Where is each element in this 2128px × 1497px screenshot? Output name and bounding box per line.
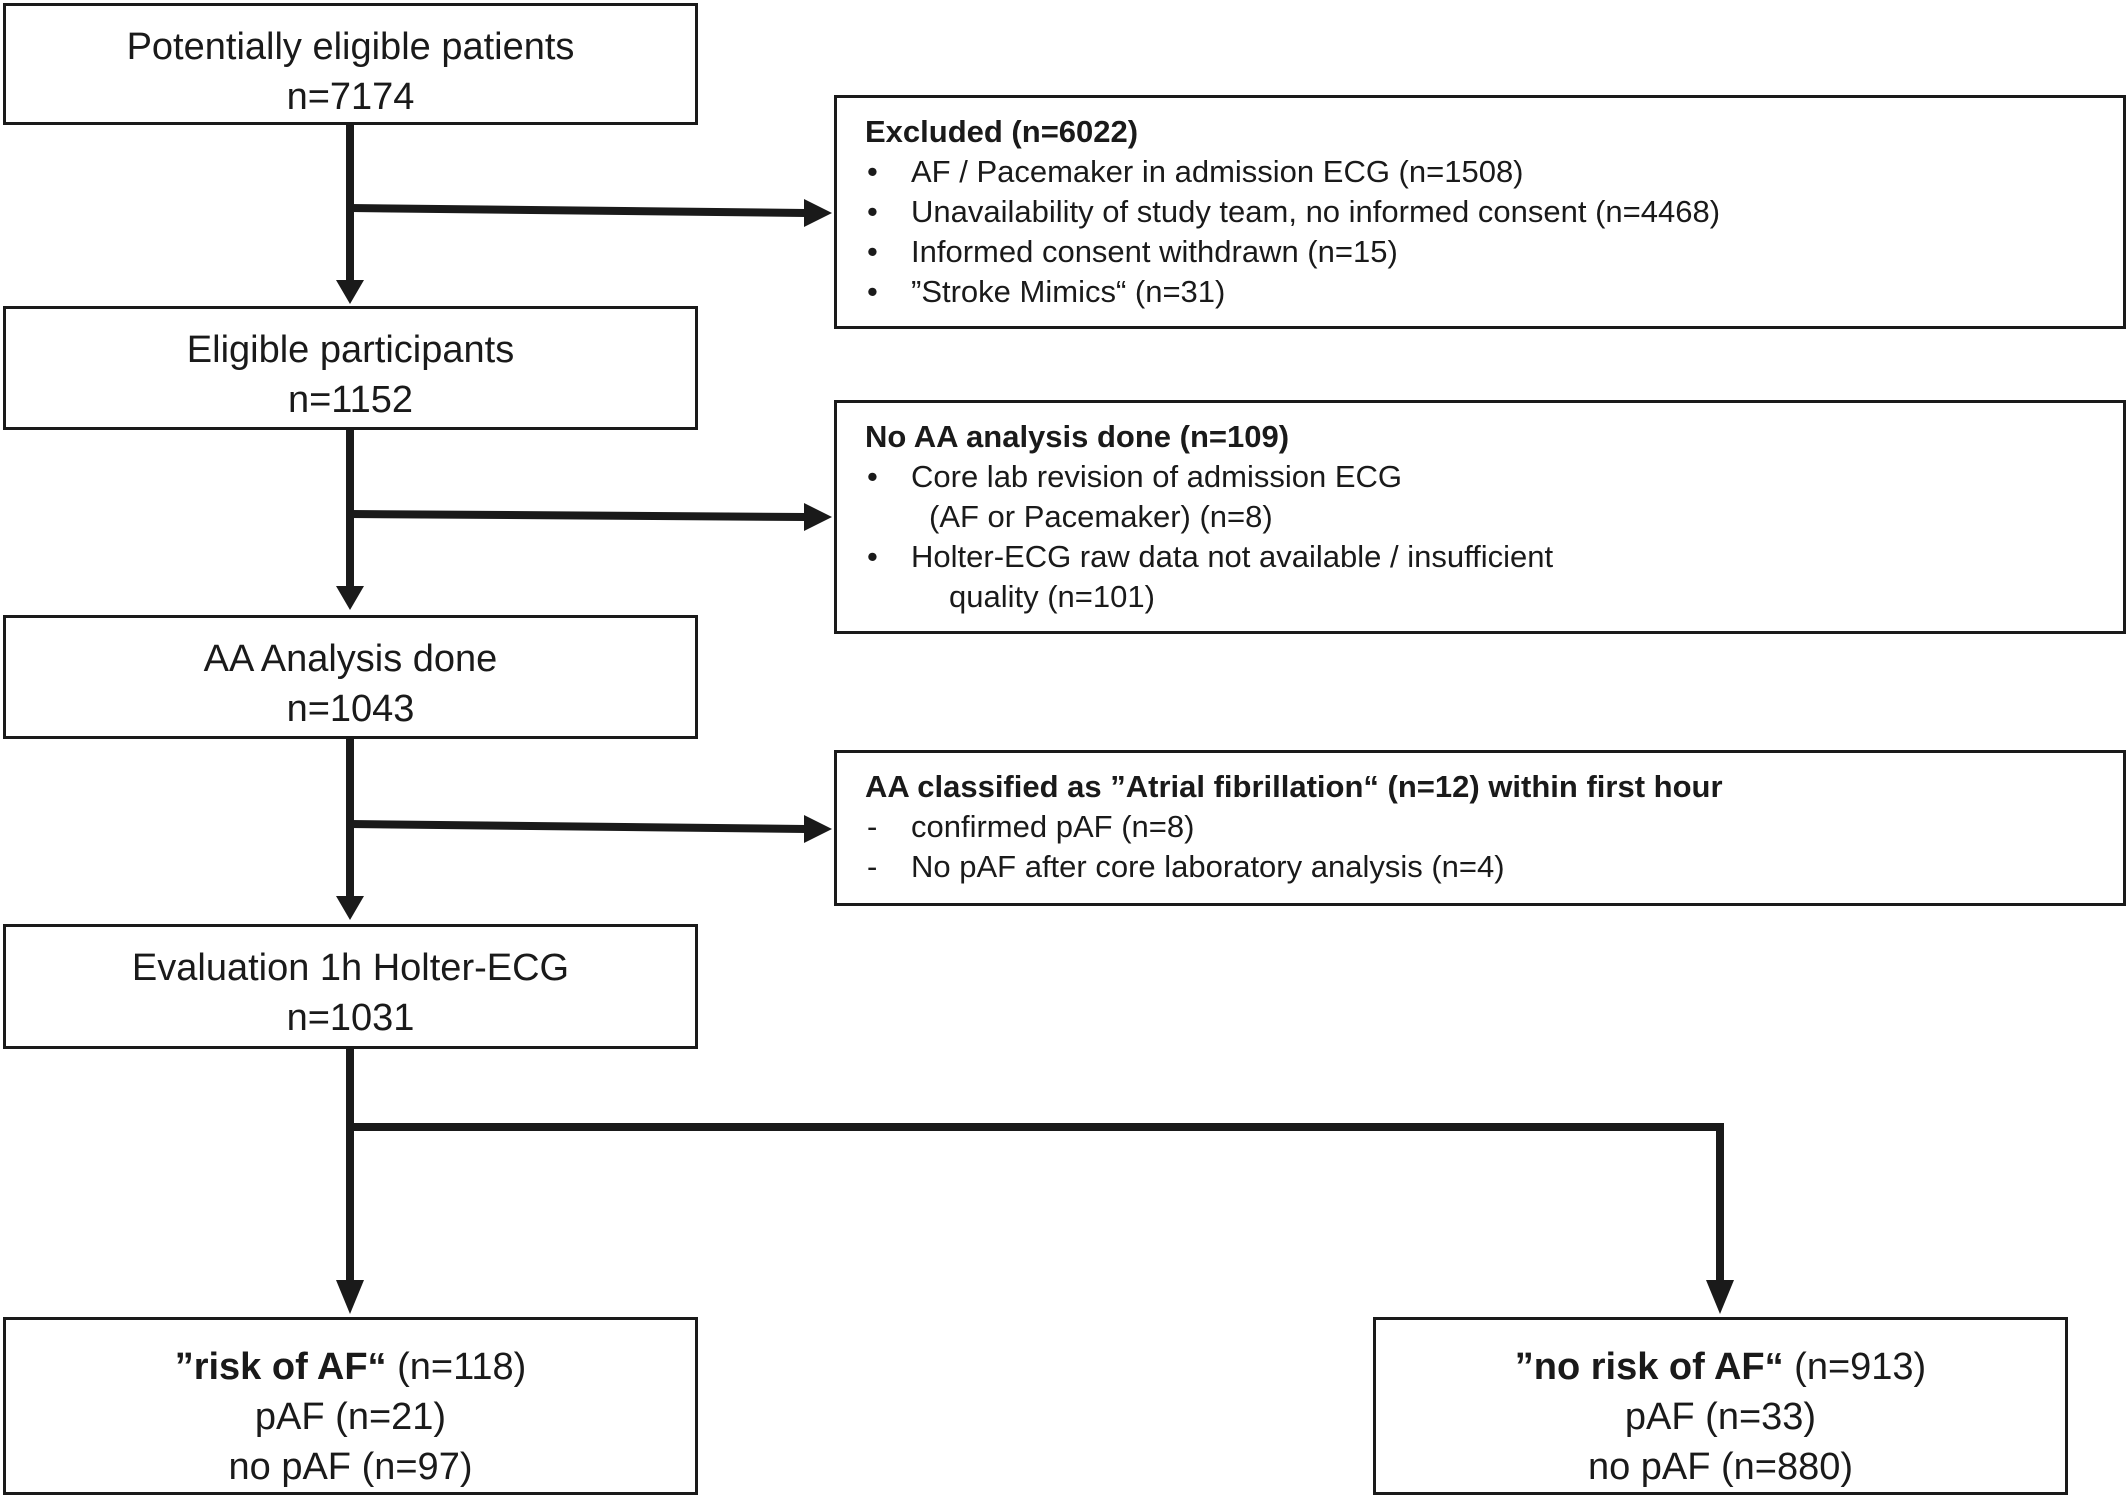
- arrow-down-5: [1706, 1280, 1734, 1314]
- outcome-paf: pAF (n=21): [254, 1396, 447, 1438]
- outcome-count: (n=118): [397, 1346, 527, 1388]
- list-item-text: No pAF after core laboratory analysis (n…: [911, 849, 1505, 884]
- step-aa-analysis-done: AA Analysis done n=1043: [3, 615, 698, 739]
- list-item-continuation: (AF or Pacemaker) (n=8): [865, 497, 2123, 537]
- exclusion-header: AA classified as ”Atrial fibrillation“ (…: [865, 769, 1723, 804]
- outcome-risk-of-af: ”risk of AF“ (n=118) pAF (n=21) no pAF (…: [3, 1317, 698, 1495]
- outcome-title: ”no risk of AF“ (n=913): [1376, 1342, 2065, 1392]
- exclusion-box-aa-classified-af: AA classified as ”Atrial fibrillation“ (…: [834, 750, 2126, 906]
- arrow-right-3: [804, 815, 832, 843]
- arrow-down-1: [336, 280, 364, 304]
- outcome-no-paf: no pAF (n=880): [1587, 1446, 1854, 1488]
- list-item-text: Unavailability of study team, no informe…: [911, 194, 1721, 229]
- exclusion-header: Excluded (n=6022): [865, 114, 1139, 149]
- outcome-paf: pAF (n=33): [1624, 1396, 1817, 1438]
- bullet-marker: •: [867, 274, 878, 309]
- outcome-title: ”risk of AF“ (n=118): [6, 1342, 695, 1392]
- list-item: • Holter-ECG raw data not available / ins…: [865, 537, 2123, 577]
- step-count: n=1152: [287, 379, 414, 421]
- bullet-marker: •: [867, 459, 878, 494]
- step-count: n=1043: [286, 688, 415, 730]
- arrow-down-2: [336, 586, 364, 610]
- list-item-text: Core lab revision of admission ECG: [911, 459, 1403, 494]
- list-item-text: (AF or Pacemaker) (n=8): [929, 499, 1273, 534]
- list-item-text: Informed consent withdrawn (n=15): [911, 234, 1398, 269]
- list-item: • Informed consent withdrawn (n=15): [865, 232, 2123, 272]
- step-title: AA Analysis done: [203, 638, 498, 680]
- list-item-text: confirmed pAF (n=8): [911, 809, 1195, 844]
- outcome-label: ”risk of AF“: [174, 1346, 387, 1388]
- list-item: • ”Stroke Mimics“ (n=31): [865, 272, 2123, 312]
- step-title: Eligible participants: [186, 329, 515, 371]
- outcome-count: (n=913): [1794, 1346, 1927, 1388]
- step-count: n=7174: [286, 76, 415, 118]
- arrow-down-4: [336, 1280, 364, 1314]
- list-item-continuation: quality (n=101): [865, 577, 2123, 617]
- list-item: • Core lab revision of admission ECG: [865, 457, 2123, 497]
- outcome-no-paf: no pAF (n=97): [228, 1446, 473, 1488]
- bullet-marker: •: [867, 234, 878, 269]
- exclusion-box-no-aa-analysis: No AA analysis done (n=109) • Core lab re…: [834, 400, 2126, 634]
- outcome-no-risk-of-af: ”no risk of AF“ (n=913) pAF (n=33) no pA…: [1373, 1317, 2068, 1495]
- list-item-text: Holter-ECG raw data not available / insu…: [911, 539, 1554, 574]
- bullet-marker: •: [867, 154, 878, 189]
- exclusion-box-excluded: Excluded (n=6022) • AF / Pacemaker in adm…: [834, 95, 2126, 329]
- step-evaluation-holter: Evaluation 1h Holter-ECG n=1031: [3, 924, 698, 1049]
- bullet-marker: •: [867, 539, 878, 574]
- step-eligible-participants: Eligible participants n=1152: [3, 306, 698, 430]
- arrow-right-1: [804, 199, 832, 227]
- bullet-marker: •: [867, 194, 878, 229]
- arrow-down-3: [336, 896, 364, 920]
- arrow-right-2: [804, 503, 832, 531]
- outcome-label: ”no risk of AF“: [1514, 1346, 1784, 1388]
- list-item-text: quality (n=101): [949, 579, 1155, 614]
- step-potentially-eligible: Potentially eligible patients n=7174: [3, 3, 698, 125]
- step-title: Potentially eligible patients: [126, 26, 575, 68]
- dash-marker: -: [867, 809, 878, 844]
- list-item: -confirmed pAF (n=8): [865, 807, 2123, 847]
- step-count: n=1031: [286, 997, 415, 1039]
- list-item-text: ”Stroke Mimics“ (n=31): [911, 274, 1226, 309]
- dash-marker: -: [867, 849, 878, 884]
- list-item: • AF / Pacemaker in admission ECG (n=1508…: [865, 152, 2123, 192]
- list-item: -No pAF after core laboratory analysis (…: [865, 847, 2123, 887]
- list-item: • Unavailability of study team, no inform…: [865, 192, 2123, 232]
- step-title: Evaluation 1h Holter-ECG: [131, 947, 570, 989]
- exclusion-header: No AA analysis done (n=109): [865, 419, 1290, 454]
- list-item-text: AF / Pacemaker in admission ECG (n=1508): [911, 154, 1524, 189]
